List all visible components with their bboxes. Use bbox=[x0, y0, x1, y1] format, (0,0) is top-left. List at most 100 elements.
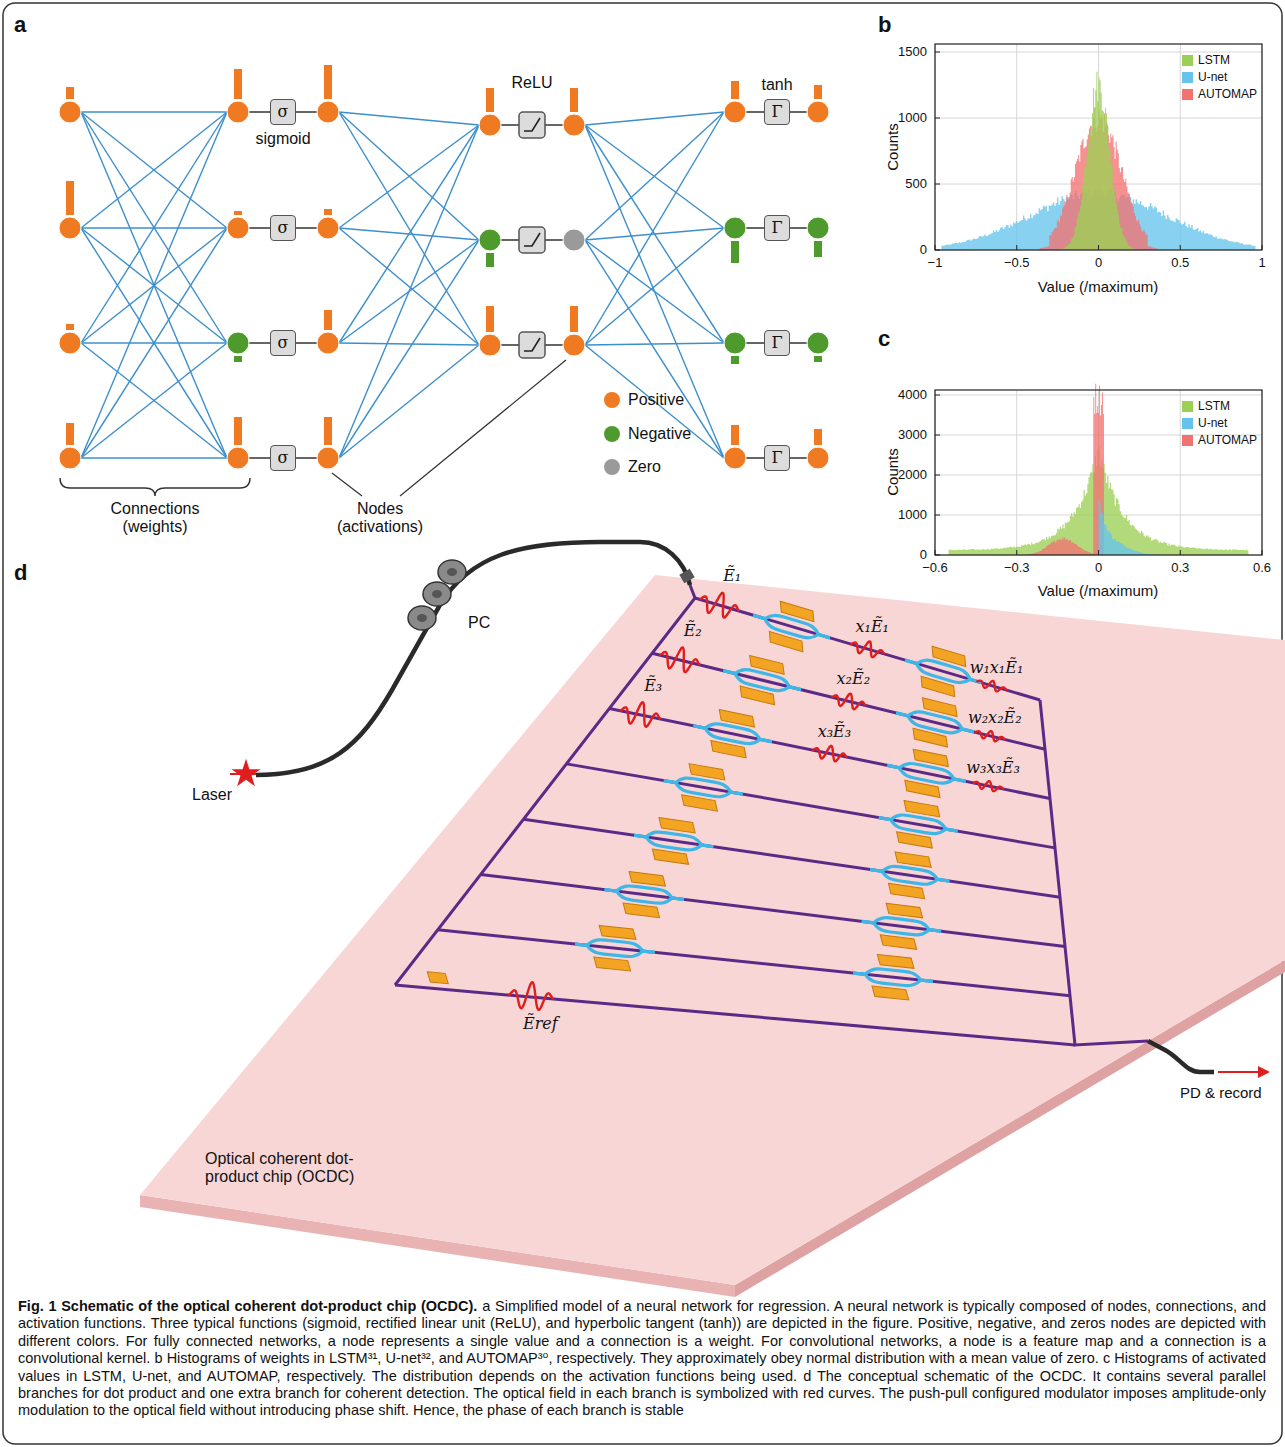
mzi-arm bbox=[878, 818, 958, 838]
legend-item: Zero bbox=[604, 457, 661, 477]
value-bar bbox=[486, 253, 494, 267]
activation-symbol: Γ bbox=[771, 104, 782, 120]
electrode bbox=[871, 986, 910, 1000]
tick bbox=[935, 475, 940, 476]
value-bar bbox=[324, 65, 332, 99]
network-node bbox=[227, 101, 249, 123]
relu-box bbox=[519, 332, 545, 358]
tick-label: 0 bbox=[920, 243, 927, 258]
histogram bbox=[1017, 384, 1104, 555]
electrode bbox=[628, 872, 667, 887]
tick-label: 500 bbox=[905, 177, 927, 192]
chip bbox=[140, 575, 1285, 1297]
tick bbox=[935, 435, 940, 436]
modulator bbox=[689, 705, 776, 762]
caption-block: Fig. 1 Schematic of the optical coherent… bbox=[18, 1298, 1266, 1420]
tick-label: 1500 bbox=[898, 45, 927, 60]
value-bar bbox=[570, 306, 578, 332]
value-bar bbox=[66, 87, 74, 99]
weight-connection bbox=[81, 228, 227, 458]
panel-letter: c bbox=[878, 326, 890, 351]
grid-line bbox=[1016, 44, 1017, 250]
tick-label: 1000 bbox=[898, 111, 927, 126]
histogram bbox=[1099, 499, 1181, 555]
mzi-arm bbox=[574, 944, 654, 959]
axis-box bbox=[935, 390, 1262, 555]
optical-field bbox=[617, 698, 663, 729]
network-node bbox=[479, 334, 501, 356]
relu-symbol bbox=[524, 118, 540, 131]
mzi-arm bbox=[604, 890, 684, 907]
value-bar bbox=[731, 241, 739, 263]
network-node bbox=[227, 332, 249, 354]
electrode bbox=[879, 935, 918, 950]
electrode bbox=[885, 903, 924, 918]
axis-box bbox=[935, 44, 1262, 250]
network-node bbox=[807, 101, 829, 123]
value-bar bbox=[234, 211, 242, 215]
relu-symbol bbox=[524, 338, 540, 351]
label: Nodes (activations) bbox=[325, 500, 435, 537]
activation-box: Γ bbox=[764, 445, 790, 471]
relu-box-outline bbox=[519, 332, 545, 358]
legend-item: AUTOMAP bbox=[1182, 430, 1257, 450]
network-node bbox=[807, 332, 829, 354]
histogram bbox=[1049, 72, 1147, 250]
electrode bbox=[622, 903, 661, 918]
relu-box-outline bbox=[519, 227, 545, 253]
electrode bbox=[777, 601, 816, 621]
value-bar bbox=[66, 324, 74, 330]
value-bar bbox=[234, 69, 242, 99]
label: Value (/maximum) bbox=[1038, 582, 1159, 599]
electrode bbox=[766, 631, 805, 651]
mzi-arm bbox=[751, 615, 830, 644]
label: Connections (weights) bbox=[100, 500, 210, 537]
value-bar bbox=[324, 310, 332, 330]
optical-field bbox=[830, 689, 868, 711]
field-label: x₃Ẽ₃ bbox=[818, 722, 852, 740]
relu-box bbox=[519, 227, 545, 253]
tick bbox=[935, 395, 940, 396]
tick-label: 1 bbox=[1258, 256, 1265, 271]
weight-connection bbox=[81, 112, 227, 228]
optical-field bbox=[975, 676, 1008, 694]
fibre-connector bbox=[679, 569, 694, 584]
field-label: x₁Ẽ₁ bbox=[856, 618, 890, 636]
phase-shifter bbox=[426, 972, 449, 984]
tick bbox=[935, 515, 940, 516]
network-node bbox=[227, 217, 249, 239]
weight-connection bbox=[339, 112, 479, 345]
legend-swatch bbox=[1182, 418, 1193, 429]
mzi-arm bbox=[869, 870, 949, 888]
label: Laser bbox=[192, 786, 232, 804]
modulator bbox=[660, 760, 746, 815]
tick-label: 2000 bbox=[898, 468, 927, 483]
network-node bbox=[479, 229, 501, 251]
tick-label: −0.5 bbox=[1004, 256, 1030, 271]
legend-text: LSTM bbox=[1198, 399, 1230, 413]
weight-connection bbox=[81, 457, 227, 458]
weight-connection bbox=[81, 343, 227, 458]
value-bar bbox=[814, 429, 822, 445]
field-label: Ẽ₃ bbox=[644, 676, 662, 694]
figure-caption: a Simplified model of a neural network f… bbox=[18, 1298, 1266, 1418]
network-node bbox=[724, 217, 746, 239]
electrode bbox=[598, 925, 637, 939]
modulator bbox=[602, 869, 687, 920]
field-label: w₁x₁Ẽ₁ bbox=[970, 658, 1024, 676]
weight-connection bbox=[81, 112, 227, 458]
optical-field bbox=[811, 742, 849, 763]
bracket bbox=[60, 478, 250, 496]
network bbox=[59, 65, 829, 496]
weight-connection bbox=[339, 345, 479, 458]
modulator bbox=[747, 595, 836, 658]
field-label: w₃x₃Ẽ₃ bbox=[966, 759, 1020, 777]
network-node bbox=[317, 332, 339, 354]
activation-symbol: Γ bbox=[771, 335, 782, 351]
waveguide-branch bbox=[395, 985, 1075, 1045]
grid-line bbox=[935, 52, 1262, 53]
network-node bbox=[227, 447, 249, 469]
chart-frame bbox=[935, 390, 1262, 555]
mzi-arm bbox=[633, 835, 713, 853]
paddle-hub bbox=[417, 614, 427, 622]
